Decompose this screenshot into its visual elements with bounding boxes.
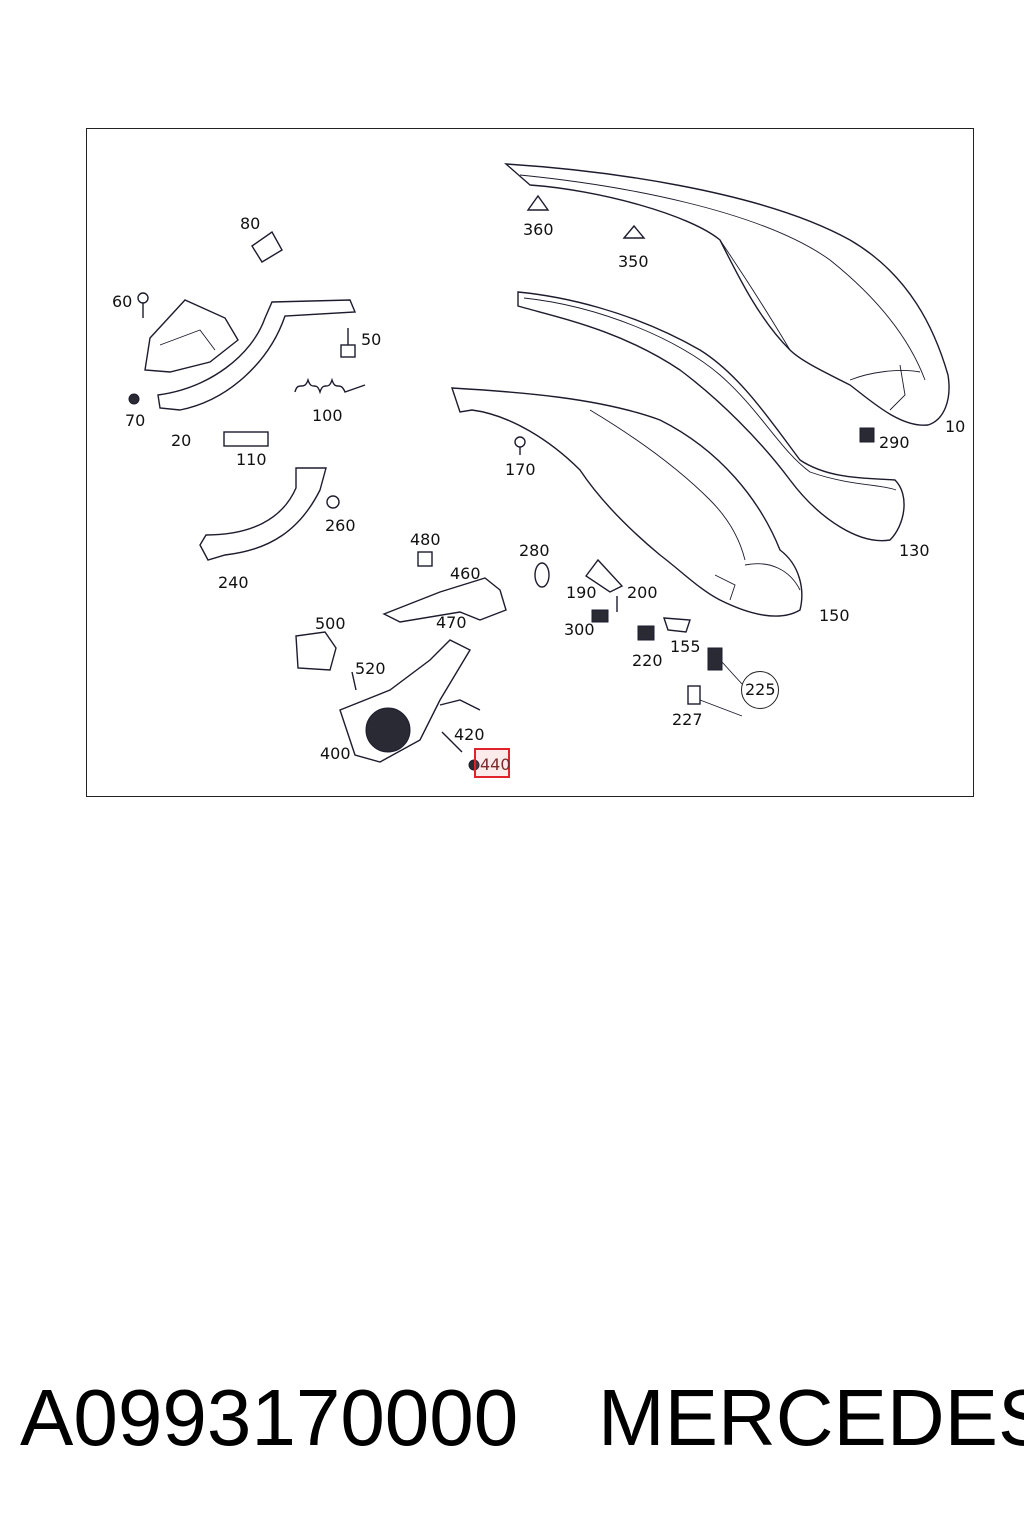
part-220-switch bbox=[637, 625, 655, 641]
lower-arm-part bbox=[199, 467, 327, 561]
clip-170-part bbox=[514, 436, 526, 455]
handle-190-part bbox=[584, 558, 624, 593]
bolt-520-part bbox=[351, 671, 357, 691]
callout-400: 400 bbox=[320, 744, 351, 763]
callout-20: 20 bbox=[171, 431, 192, 450]
trunk-trim-part bbox=[451, 387, 803, 617]
callout-190: 190 bbox=[566, 583, 597, 602]
callout-110: 110 bbox=[236, 450, 267, 469]
callout-440: 440 bbox=[480, 755, 511, 774]
callout-260: 260 bbox=[325, 516, 356, 535]
callout-290: 290 bbox=[879, 433, 910, 452]
bolt-part bbox=[340, 328, 356, 358]
callout-100: 100 bbox=[312, 406, 343, 425]
callout-500: 500 bbox=[315, 614, 346, 633]
callout-150: 150 bbox=[819, 606, 850, 625]
part-number-caption: A0993170000 bbox=[20, 1373, 519, 1462]
callout-170: 170 bbox=[505, 460, 536, 479]
callout-300: 300 bbox=[564, 620, 595, 639]
hinge-bracket-part bbox=[128, 292, 239, 405]
callout-420: 420 bbox=[454, 725, 485, 744]
callout-50: 50 bbox=[361, 330, 382, 349]
callout-80: 80 bbox=[240, 214, 261, 233]
trunk-lid-part bbox=[503, 163, 950, 426]
callout-350: 350 bbox=[618, 252, 649, 271]
callout-280: 280 bbox=[519, 541, 550, 560]
part-80-clip bbox=[251, 230, 283, 263]
callout-60: 60 bbox=[112, 292, 133, 311]
lamp-225-part bbox=[687, 647, 743, 717]
brand-caption: MERCEDES bbox=[598, 1373, 1024, 1462]
callout-225-circle bbox=[741, 671, 779, 709]
callout-70: 70 bbox=[125, 411, 146, 430]
part-290-bumper bbox=[859, 427, 875, 443]
lock-actuator-part bbox=[339, 639, 481, 763]
part-260-clip bbox=[326, 495, 340, 509]
callout-155: 155 bbox=[670, 637, 701, 656]
trunk-seal-part bbox=[517, 291, 905, 542]
bracket-460-part bbox=[382, 577, 507, 623]
spring-420-part bbox=[441, 731, 463, 753]
nut-480-part bbox=[417, 551, 433, 567]
parts-diagram-frame bbox=[86, 128, 974, 797]
callout-130: 130 bbox=[899, 541, 930, 560]
parts-diagram-drawing bbox=[128, 163, 950, 771]
pad-part bbox=[223, 431, 269, 447]
callout-225: 225 bbox=[745, 680, 776, 699]
grommet-280-part bbox=[534, 562, 550, 588]
part-350-clip bbox=[622, 224, 646, 239]
part-155-bracket bbox=[663, 617, 691, 633]
callout-200: 200 bbox=[627, 583, 658, 602]
callout-520: 520 bbox=[355, 659, 386, 678]
callout-10: 10 bbox=[945, 417, 966, 436]
callout-220: 220 bbox=[632, 651, 663, 670]
highlight-box bbox=[474, 748, 510, 778]
callout-470: 470 bbox=[436, 613, 467, 632]
callout-227: 227 bbox=[672, 710, 703, 729]
part-360-clip bbox=[526, 194, 550, 211]
part-300-switch bbox=[591, 609, 609, 623]
callout-360: 360 bbox=[523, 220, 554, 239]
callout-240: 240 bbox=[218, 573, 249, 592]
callout-460: 460 bbox=[450, 564, 481, 583]
callout-480: 480 bbox=[410, 530, 441, 549]
hinge-arm-part bbox=[157, 299, 357, 411]
spring-part bbox=[294, 377, 366, 395]
bracket-500-part bbox=[295, 631, 337, 671]
